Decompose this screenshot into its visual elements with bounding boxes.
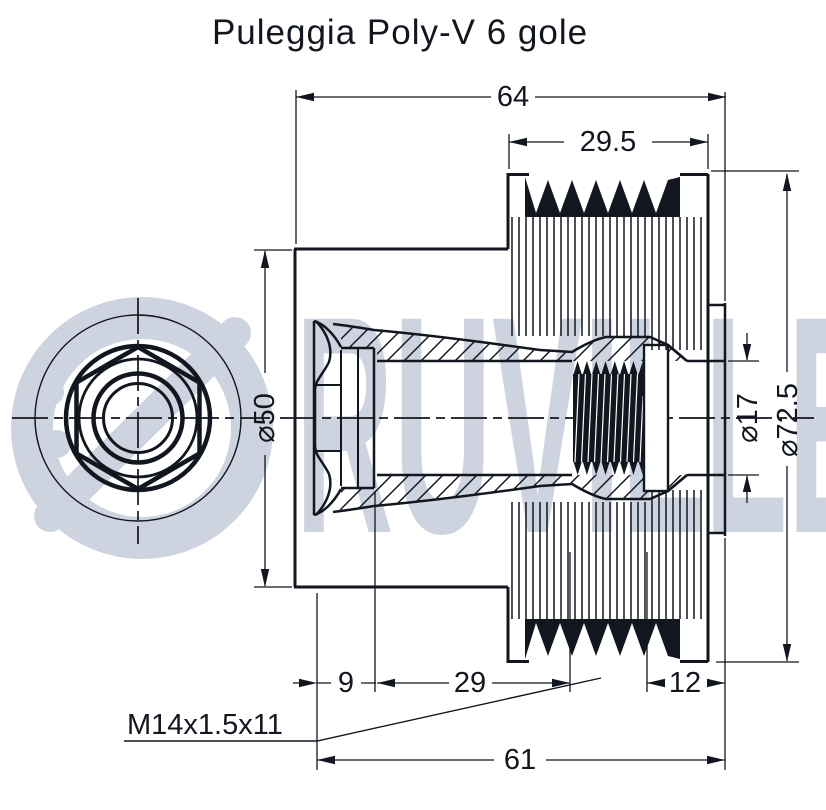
- pulley-rim: [506, 173, 710, 663]
- groove-lines-bottom: [511, 490, 702, 619]
- thread-section: [573, 361, 644, 475]
- front-centerlines: [12, 298, 270, 544]
- section-view: [280, 173, 814, 663]
- thread-spec-label: M14x1.5x11: [127, 709, 283, 741]
- hub-profile: [332, 322, 688, 514]
- groove-lines-top: [511, 217, 702, 350]
- page-title: Puleggia Poly-V 6 gole: [212, 13, 588, 52]
- dim-belt-width: 29.5: [508, 126, 709, 169]
- dim-mid-length: 29: [377, 667, 570, 699]
- dim-outer-diameter-label: ⌀72.5: [772, 383, 804, 457]
- dim-rear-length-label: 12: [669, 667, 701, 699]
- rear-plate: [708, 303, 727, 536]
- dim-hub-length: 61: [317, 744, 725, 776]
- dim-mid-length-label: 29: [454, 667, 486, 699]
- dim-flange-diameter-label: ⌀50: [249, 393, 281, 443]
- hex-nut-side: [312, 319, 376, 517]
- thread-spec-callout: M14x1.5x11: [124, 677, 602, 742]
- dim-belt-width-label: 29.5: [580, 126, 636, 158]
- dim-rear-length: 12: [647, 667, 725, 699]
- bore-lines: [377, 359, 726, 477]
- dim-bore-diameter: ⌀17: [728, 333, 764, 503]
- dim-front-offset-label: 9: [338, 667, 354, 699]
- dim-bore-diameter-label: ⌀17: [732, 393, 764, 443]
- dimensions: 64 29.5 ⌀50 ⌀17 ⌀72.5: [124, 81, 804, 776]
- groove-teeth-top: [525, 177, 680, 217]
- groove-teeth-bottom: [525, 619, 680, 659]
- dim-hub-length-label: 61: [504, 744, 536, 776]
- dim-total-length: 64: [295, 81, 726, 301]
- dim-outer-diameter: ⌀72.5: [711, 170, 804, 663]
- front-view: [12, 298, 270, 544]
- front-housing: [293, 247, 508, 589]
- dim-front-offset: 9: [293, 491, 726, 770]
- dim-flange-diameter: ⌀50: [249, 249, 292, 588]
- dim-total-length-label: 64: [497, 81, 529, 113]
- watermark-logo: [11, 297, 273, 559]
